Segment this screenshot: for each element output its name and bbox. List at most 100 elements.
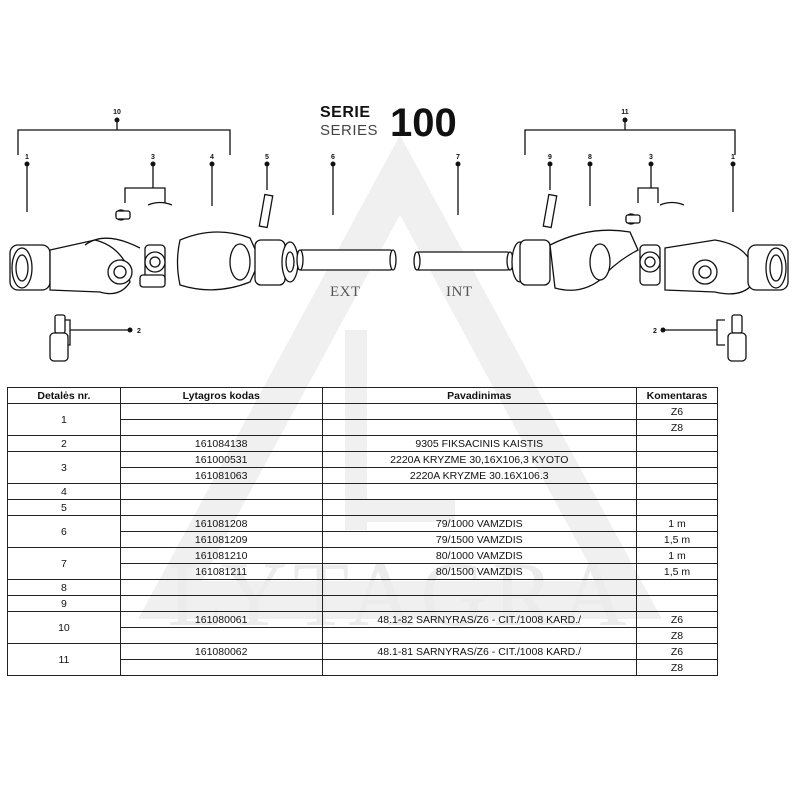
table-row: 8 <box>7 579 718 596</box>
part-number-cell: 3 <box>7 451 121 484</box>
code-cell <box>119 659 323 676</box>
header-name: Pavadinimas <box>321 387 638 404</box>
name-cell: 48.1-81 SARNYRAS/Z6 - CIT./1008 KARD./ <box>321 643 638 660</box>
name-cell <box>321 483 638 500</box>
series-title: SERIE SERIES 100 <box>320 101 480 145</box>
name-cell <box>321 419 638 436</box>
comment-cell: Z6 <box>636 403 718 420</box>
tube-int-label: INT <box>446 284 473 300</box>
comment-cell <box>636 499 718 516</box>
callout-2-right: 2 <box>653 328 657 335</box>
callout-3-left: 3 <box>151 154 155 161</box>
header-comment: Komentaras <box>636 387 718 404</box>
name-cell: 48.1-82 SARNYRAS/Z6 - CIT./1008 KARD./ <box>321 611 638 628</box>
code-cell: 161081063 <box>119 467 323 484</box>
table-row: 5 <box>7 499 718 516</box>
callout-7: 7 <box>456 154 460 161</box>
code-cell <box>119 627 323 644</box>
name-cell: 80/1500 VAMZDIS <box>321 563 638 580</box>
part-number-cell: 9 <box>7 595 121 612</box>
code-cell: 161080061 <box>119 611 323 628</box>
name-cell <box>321 595 638 612</box>
callout-3-right: 3 <box>649 154 653 161</box>
code-cell <box>119 483 323 500</box>
code-cell <box>119 499 323 516</box>
serie-label: SERIE <box>320 104 371 121</box>
code-cell <box>119 403 323 420</box>
comment-cell: 1 m <box>636 515 718 532</box>
table-row: 9 <box>7 595 718 612</box>
code-cell: 161081208 <box>119 515 323 532</box>
comment-cell: Z6 <box>636 611 718 628</box>
tube-ext-label: EXT <box>330 284 361 300</box>
comment-cell: Z8 <box>636 627 718 644</box>
comment-cell <box>636 595 718 612</box>
code-cell <box>119 419 323 436</box>
name-cell: 2220A KRYZME 30,16X106,3 KYOTO <box>321 451 638 468</box>
callout-9: 9 <box>548 154 552 161</box>
tube-assembly <box>296 249 514 271</box>
callout-8: 8 <box>588 154 592 161</box>
comment-cell: Z8 <box>636 419 718 436</box>
exploded-diagram: 10 1 3 4 5 6 7 9 8 3 1 11 2 2 <box>9 109 789 362</box>
code-cell: 161081211 <box>119 563 323 580</box>
parts-table: Detalės nr. Lytagros kodas Pavadinimas K… <box>7 387 718 676</box>
name-cell <box>321 659 638 676</box>
comment-cell <box>636 579 718 596</box>
name-cell <box>321 499 638 516</box>
callout-2-left: 2 <box>137 328 141 335</box>
series-label: SERIES <box>320 122 379 139</box>
code-cell: 161080062 <box>119 643 323 660</box>
code-cell: 161081210 <box>119 547 323 564</box>
name-cell: 79/1500 VAMZDIS <box>321 531 638 548</box>
name-cell: 80/1000 VAMZDIS <box>321 547 638 564</box>
part-number-cell: 5 <box>7 499 121 516</box>
comment-cell <box>636 483 718 500</box>
callout-1-right: 1 <box>731 154 735 161</box>
code-cell <box>119 579 323 596</box>
callout-10: 10 <box>113 109 121 116</box>
comment-cell <box>636 435 718 452</box>
part-number-cell: 10 <box>7 611 121 644</box>
part-number-cell: 2 <box>7 435 121 452</box>
name-cell: 9305 FIKSACINIS KAISTIS <box>321 435 638 452</box>
comment-cell <box>636 467 718 484</box>
name-cell <box>321 579 638 596</box>
callout-11: 11 <box>621 109 629 116</box>
callout-1-left: 1 <box>25 154 29 161</box>
callout-5: 5 <box>265 154 269 161</box>
comment-cell: Z6 <box>636 643 718 660</box>
name-cell: 2220A KRYZME 30.16X106.3 <box>321 467 638 484</box>
code-cell: 161081209 <box>119 531 323 548</box>
part-number-cell: 4 <box>7 483 121 500</box>
part-number-cell: 8 <box>7 579 121 596</box>
comment-cell: 1 m <box>636 547 718 564</box>
right-yoke-assembly <box>511 193 789 362</box>
code-cell: 161084138 <box>119 435 323 452</box>
callout-4: 4 <box>210 154 214 161</box>
part-number-cell: 6 <box>7 515 121 548</box>
header-code: Lytagros kodas <box>119 387 323 404</box>
series-number: 100 <box>390 101 457 145</box>
name-cell: 79/1000 VAMZDIS <box>321 515 638 532</box>
header-part-nr: Detalės nr. <box>7 387 121 404</box>
part-number-cell: 11 <box>7 643 121 676</box>
part-number-cell: 1 <box>7 403 121 436</box>
comment-cell: Z8 <box>636 659 718 676</box>
table-row: Z8 <box>8 627 718 644</box>
table-row: Z8 <box>8 419 718 436</box>
table-row: 4 <box>7 483 718 500</box>
callout-6: 6 <box>331 154 335 161</box>
comment-cell: 1,5 m <box>636 563 718 580</box>
code-cell: 161000531 <box>119 451 323 468</box>
name-cell <box>321 403 638 420</box>
